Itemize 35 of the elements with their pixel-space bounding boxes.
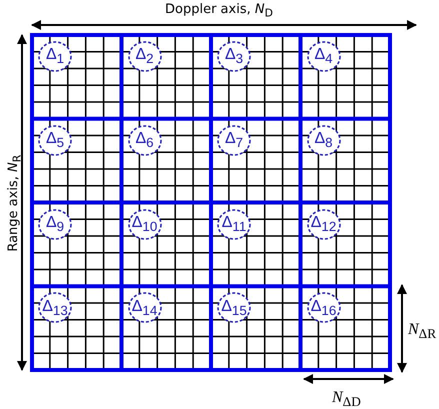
dashed-circle <box>38 41 72 72</box>
dashed-circle <box>38 124 72 156</box>
dashed-circle <box>217 41 251 72</box>
region-label: Δ$_{2}$ <box>135 46 154 67</box>
region-label: Δ$_{12}$ <box>310 214 336 234</box>
region-label: Δ$_{4}$ <box>314 46 333 67</box>
dashed-circle <box>306 208 340 240</box>
dashed-circle <box>38 292 72 324</box>
dashed-circle <box>38 208 72 240</box>
dashed-circle <box>217 208 251 240</box>
dashed-circle <box>128 208 162 240</box>
region-label: Δ$_{3}$ <box>224 46 244 67</box>
dimension-label: N$_{ΔD}$ <box>332 390 361 409</box>
dashed-circle <box>306 41 340 72</box>
dashed-circle <box>128 124 162 156</box>
region-label: Δ$_{11}$ <box>222 214 246 234</box>
region-label: Δ$_{1}$ <box>46 46 64 67</box>
region-label: Δ$_{6}$ <box>135 130 154 150</box>
dashed-circle <box>306 124 340 156</box>
region-label: Δ$_{13}$ <box>42 298 68 318</box>
dashed-circle <box>306 292 340 324</box>
dashed-circle <box>217 124 251 156</box>
region-label: Δ$_{7}$ <box>224 130 244 150</box>
region-label: Δ$_{10}$ <box>132 214 158 234</box>
region-label: Δ$_{9}$ <box>46 214 64 234</box>
region-label: Δ$_{16}$ <box>310 298 336 318</box>
dashed-circle <box>128 41 162 72</box>
region-label: Δ$_{8}$ <box>314 130 333 150</box>
region-label: Δ$_{15}$ <box>221 298 247 318</box>
axis-title: Doppler axis, N$_{D}$ <box>165 3 273 20</box>
dashed-circle <box>217 292 251 324</box>
region-label: Δ$_{14}$ <box>132 298 158 318</box>
region-label: Δ$_{5}$ <box>46 130 64 150</box>
dimension-label: N$_{ΔR}$ <box>408 322 436 341</box>
dashed-circle <box>128 292 162 324</box>
